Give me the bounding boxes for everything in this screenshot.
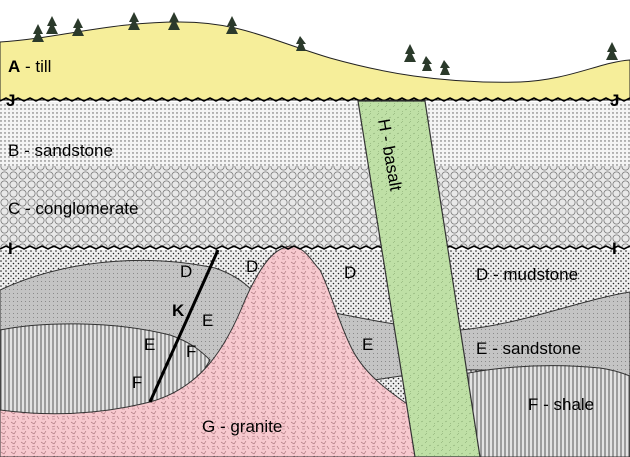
label-sandstone-b: B - sandstone bbox=[8, 141, 113, 160]
unit-d-1: D bbox=[180, 262, 192, 281]
tree-icon bbox=[422, 56, 432, 71]
tree-icon bbox=[128, 12, 140, 30]
layer-granite bbox=[0, 245, 441, 457]
label-unconformity-i-right: I bbox=[612, 239, 617, 258]
unit-e-1: E bbox=[202, 311, 213, 330]
unit-e-3: E bbox=[362, 335, 373, 354]
tree-icon bbox=[606, 42, 618, 60]
label-unconformity-j-right: J bbox=[610, 91, 619, 110]
layer-sandstone-b bbox=[0, 102, 630, 166]
unit-d-3: D bbox=[344, 263, 356, 282]
fault-label-k: K bbox=[172, 301, 185, 320]
layer-conglomerate bbox=[0, 166, 630, 248]
tree-icon bbox=[168, 12, 180, 30]
label-till: A - till bbox=[8, 57, 51, 76]
unit-f-2: F bbox=[132, 373, 142, 392]
label-shale: F - shale bbox=[528, 395, 594, 414]
label-mudstone: D - mudstone bbox=[476, 265, 578, 284]
layer-shale-right bbox=[439, 365, 630, 457]
tree-icon bbox=[404, 44, 416, 62]
unconformity-j-line bbox=[0, 97, 630, 102]
label-unconformity-i-left: I bbox=[8, 239, 13, 258]
unit-d-2: D bbox=[246, 257, 258, 276]
label-granite: G - granite bbox=[202, 417, 282, 436]
tree-icon bbox=[46, 16, 58, 34]
unit-e-2: E bbox=[144, 335, 155, 354]
tree-icon bbox=[296, 36, 306, 51]
tree-icon bbox=[32, 24, 44, 42]
unconformity-i-line bbox=[0, 245, 630, 250]
label-unconformity-j-left: J bbox=[6, 91, 15, 110]
tree-icon bbox=[226, 16, 238, 34]
fault-line bbox=[148, 249, 220, 403]
unit-f-1: F bbox=[186, 342, 196, 361]
tree-icons bbox=[32, 12, 618, 75]
label-sandstone-e: E - sandstone bbox=[476, 339, 581, 358]
tree-icon bbox=[440, 60, 450, 75]
basalt-dike bbox=[357, 100, 481, 457]
layer-till bbox=[0, 21, 630, 101]
tree-icon bbox=[72, 18, 84, 36]
label-conglomerate: C - conglomerate bbox=[8, 199, 138, 218]
